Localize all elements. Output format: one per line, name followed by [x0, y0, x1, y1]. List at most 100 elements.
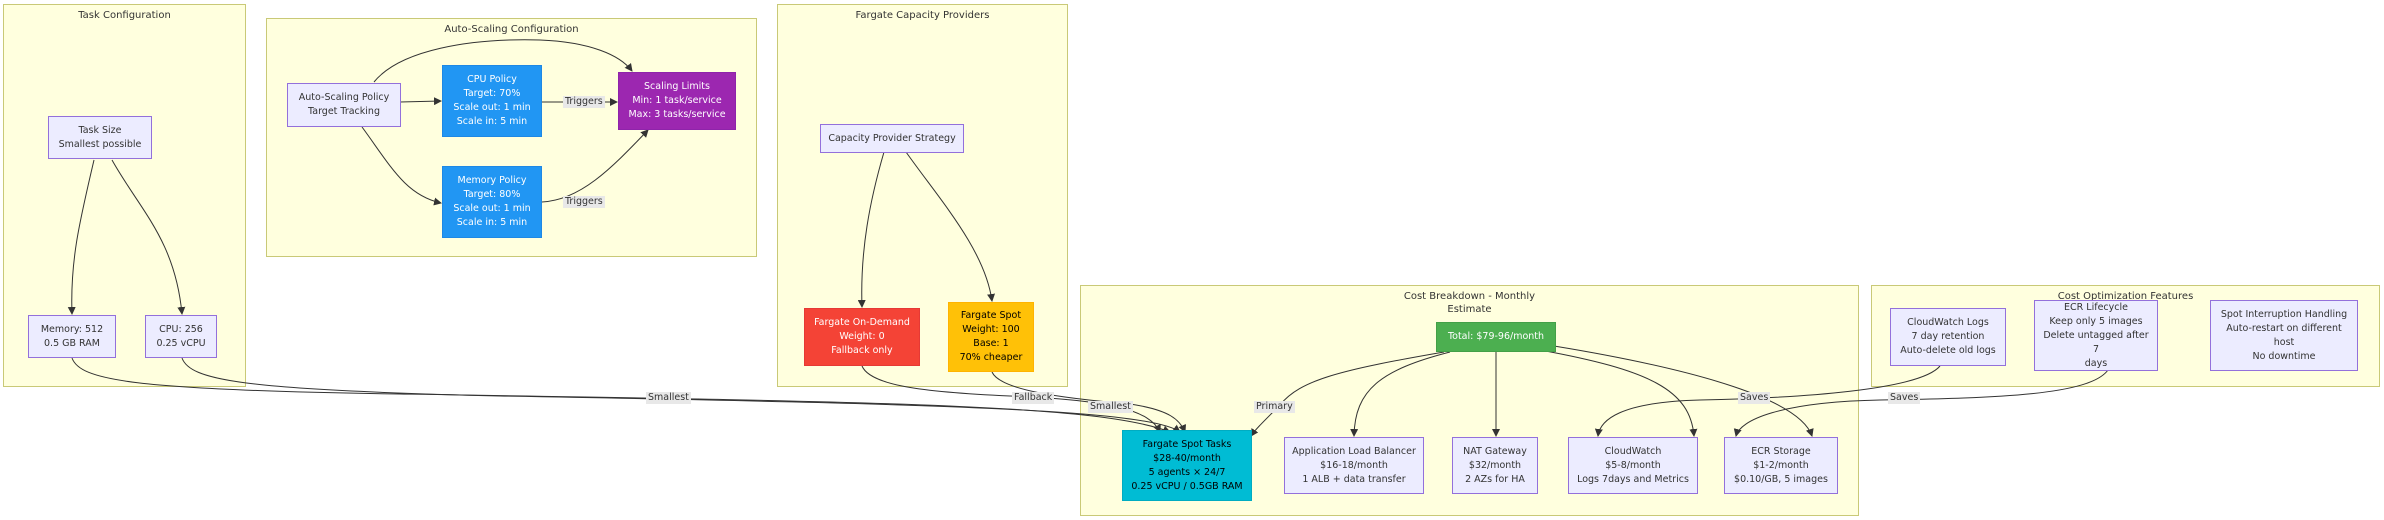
label-line: ECR Lifecycle: [2064, 301, 2128, 313]
cluster-title-cost-line2: Estimate: [1447, 304, 1492, 315]
edge-label-triggers-memory: Triggers: [563, 196, 605, 208]
node-fargate-on-demand[interactable]: Fargate On-Demand Weight: 0 Fallback onl…: [804, 308, 920, 366]
label-line: Fallback only: [831, 345, 893, 356]
edge-policy-scaling-limits: [373, 39, 633, 83]
node-memory[interactable]: Memory: 512 0.5 GB RAM: [28, 315, 116, 358]
cluster-title-fargate: Fargate Capacity Providers: [855, 10, 990, 21]
label-line: Task Size: [78, 124, 122, 136]
label-line: $32/month: [1468, 459, 1522, 471]
node-cpu[interactable]: CPU: 256 0.25 vCPU: [145, 315, 217, 358]
edge-label-saves-logs: Saves: [1738, 392, 1771, 404]
label-line: $5-8/month: [1605, 459, 1661, 471]
label-line: Auto-restart on different: [2226, 322, 2342, 334]
cluster-title-task-configuration: Task Configuration: [78, 10, 171, 21]
label-line: Fargate On-Demand: [814, 317, 910, 328]
label-line: CPU: 256: [159, 323, 203, 335]
node-capacity-provider-strategy[interactable]: Capacity Provider Strategy: [820, 124, 964, 153]
label-line: Keep only 5 images: [2049, 315, 2143, 327]
edge-total-alb: [1350, 351, 1451, 437]
label-line: Scaling Limits: [644, 81, 710, 92]
label-line: 1 ALB + data transfer: [1302, 473, 1406, 485]
label-line: Logs 7days and Metrics: [1577, 473, 1689, 485]
edge-label-fallback: Fallback: [1012, 392, 1055, 404]
node-cloudwatch-logs[interactable]: CloudWatch Logs 7 day retention Auto-del…: [1890, 308, 2006, 366]
label-line: Auto-delete old logs: [1900, 345, 1996, 356]
label-line: No downtime: [2252, 350, 2316, 362]
label-line: CPU Policy: [467, 74, 517, 85]
label-line: Application Load Balancer: [1292, 445, 1416, 457]
label-line: Scale out: 1 min: [453, 203, 531, 214]
node-ecr-storage[interactable]: ECR Storage $1-2/month $0.10/GB, 5 image…: [1724, 437, 1838, 494]
edge-policy-memory-policy: [361, 126, 442, 206]
edge-label-smallest-cpu: Smallest: [1088, 401, 1133, 413]
node-total-cost[interactable]: Total: $79-96/month: [1436, 322, 1556, 352]
label-line: $0.10/GB, 5 images: [1734, 473, 1828, 485]
label-line: Target: 70%: [463, 88, 521, 99]
label-line: Fargate Spot: [960, 310, 1022, 321]
label-line: Target Tracking: [308, 106, 380, 117]
label-line: Target: 80%: [463, 189, 521, 200]
label-line: 70% cheaper: [959, 352, 1023, 363]
node-memory-policy[interactable]: Memory Policy Target: 80% Scale out: 1 m…: [442, 166, 542, 238]
edge-memory-policy-scaling-limits: [541, 129, 649, 203]
edge-label-primary: Primary: [1254, 401, 1295, 413]
label-line: Total: $79-96/month: [1447, 331, 1545, 342]
cluster-title-cost-line1: Cost Breakdown - Monthly: [1403, 291, 1536, 302]
label-line: 2 AZs for HA: [1465, 473, 1525, 485]
label-line: $16-18/month: [1320, 459, 1388, 471]
node-cloudwatch[interactable]: CloudWatch $5-8/month Logs 7days and Met…: [1568, 437, 1698, 494]
node-nat-gateway[interactable]: NAT Gateway $32/month 2 AZs for HA: [1452, 437, 1538, 494]
label-line: Delete untagged after 7: [2043, 329, 2149, 355]
edge-strategy-spot: [905, 151, 996, 302]
node-scaling-limits[interactable]: Scaling Limits Min: 1 task/service Max: …: [618, 72, 736, 130]
label-line: Max: 3 tasks/service: [628, 109, 726, 120]
label-line: $1-2/month: [1753, 459, 1809, 471]
edge-on-demand-spot-tasks: [861, 365, 1161, 433]
edge-total-cloudwatch: [1539, 349, 1698, 437]
edge-ecr-lifecycle-ecr-storage: [1733, 369, 2109, 437]
edge-strategy-on-demand: [857, 151, 885, 308]
label-line: 7 day retention: [1911, 331, 1985, 342]
cluster-title-auto-scaling: Auto-Scaling Configuration: [444, 24, 579, 35]
label-line: 5 agents × 24/7: [1148, 466, 1226, 478]
label-line: Spot Interruption Handling: [2220, 308, 2348, 320]
label-line: Memory: 512: [40, 323, 104, 335]
edge-cpu-spot-tasks: [181, 357, 1181, 433]
label-line: Scale in: 5 min: [456, 217, 528, 228]
label-line: 0.25 vCPU: [156, 337, 206, 349]
label-line: Auto-Scaling Policy: [298, 92, 390, 103]
label-line: Scale out: 1 min: [453, 102, 531, 113]
edge-label-saves-ecr: Saves: [1888, 392, 1921, 404]
label-line: 0.5 GB RAM: [44, 337, 100, 349]
label-line: host: [2273, 336, 2295, 348]
cluster-title-cost-breakdown: Cost Breakdown - Monthly Estimate: [1081, 290, 1858, 316]
node-fargate-spot-tasks[interactable]: Fargate Spot Tasks $28-40/month 5 agents…: [1122, 430, 1252, 501]
label-line: Fargate Spot Tasks: [1142, 438, 1232, 450]
label-line: Weight: 100: [962, 324, 1020, 335]
label-line: ECR Storage: [1751, 445, 1811, 457]
edge-task-size-cpu: [111, 159, 186, 315]
label-line: Capacity Provider Strategy: [828, 132, 956, 144]
label-line: Scale in: 5 min: [456, 116, 528, 127]
node-auto-scaling-policy[interactable]: Auto-Scaling Policy Target Tracking: [287, 83, 401, 127]
node-task-size[interactable]: Task Size Smallest possible: [48, 116, 152, 159]
node-fargate-spot[interactable]: Fargate Spot Weight: 100 Base: 1 70% che…: [948, 302, 1034, 372]
node-application-load-balancer[interactable]: Application Load Balancer $16-18/month 1…: [1284, 437, 1424, 494]
node-ecr-lifecycle[interactable]: ECR Lifecycle Keep only 5 images Delete …: [2034, 300, 2158, 371]
label-line: Memory Policy: [457, 175, 527, 186]
label-line: Min: 1 task/service: [632, 95, 722, 106]
cluster-title-cost-optimization: Cost Optimization Features: [2057, 291, 2194, 302]
label-line: Weight: 0: [839, 331, 885, 342]
label-line: CloudWatch: [1604, 445, 1662, 457]
edge-task-size-memory: [67, 159, 95, 315]
label-line: Base: 1: [973, 338, 1009, 349]
edge-cw-logs-cloudwatch: [1594, 365, 1941, 437]
node-cpu-policy[interactable]: CPU Policy Target: 70% Scale out: 1 min …: [442, 65, 542, 137]
label-line: Smallest possible: [58, 138, 142, 150]
edge-label-smallest-memory: Smallest: [646, 392, 691, 404]
label-line: NAT Gateway: [1463, 445, 1527, 457]
node-spot-interruption-handling[interactable]: Spot Interruption Handling Auto-restart …: [2210, 300, 2358, 371]
edge-policy-cpu-policy: [399, 97, 442, 106]
